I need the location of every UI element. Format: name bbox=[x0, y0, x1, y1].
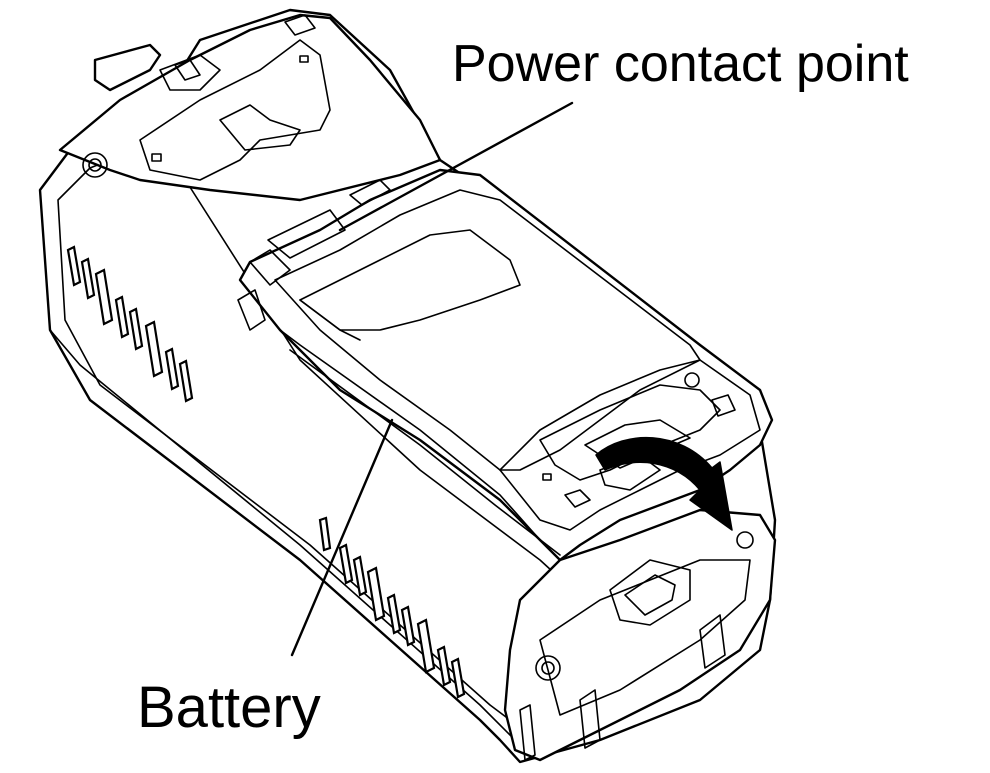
upper-vent-slots bbox=[66, 245, 194, 403]
lower-vent-slots bbox=[318, 516, 466, 699]
curved-arrow-icon bbox=[595, 436, 733, 531]
power-contact-label: Power contact point bbox=[452, 35, 909, 93]
battery-callout: Battery bbox=[137, 418, 394, 740]
battery-label: Battery bbox=[137, 675, 321, 740]
power-contact-callout: Power contact point bbox=[338, 35, 909, 232]
device-bottom-cap bbox=[503, 508, 777, 762]
power-contact-leader-line bbox=[338, 101, 574, 232]
device-head bbox=[58, 13, 442, 202]
battery-leader-line bbox=[290, 418, 394, 657]
